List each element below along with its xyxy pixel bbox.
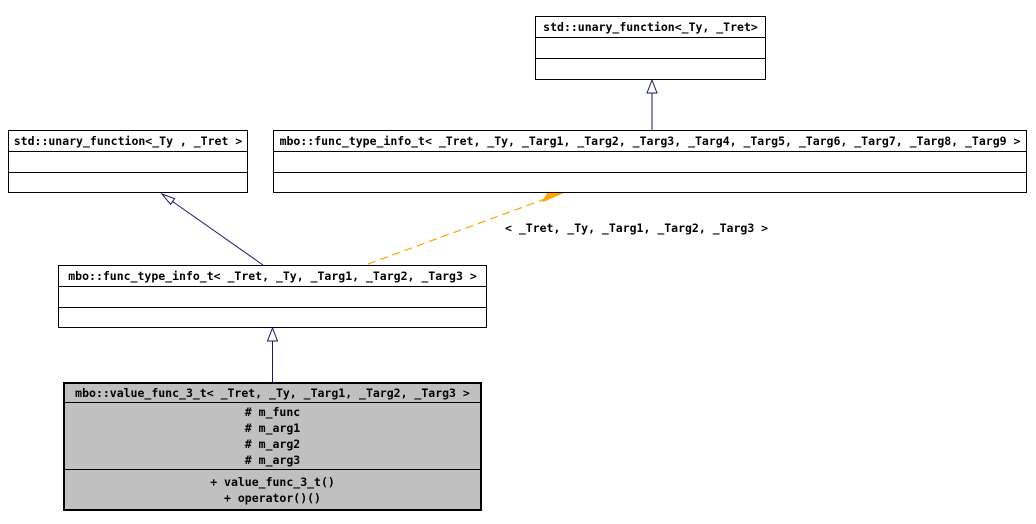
methods-compartment bbox=[59, 308, 486, 327]
template-args-label: < _Tret, _Ty, _Targ1, _Targ2, _Targ3 > bbox=[505, 221, 769, 235]
attribute-item: # m_arg1 bbox=[244, 421, 301, 435]
class-node-func-type-info-t-3args[interactable]: mbo::func_type_info_t< _Tret, _Ty, _Targ… bbox=[58, 265, 487, 328]
attributes-compartment bbox=[59, 287, 486, 308]
class-name: std::unary_function<_Ty , _Tret > bbox=[9, 131, 247, 152]
method-item: + operator()() bbox=[224, 490, 321, 505]
attribute-item: # m_func bbox=[244, 405, 301, 419]
class-node-value-func-3-t[interactable]: mbo::value_func_3_t< _Tret, _Ty, _Targ1,… bbox=[63, 382, 482, 511]
inheritance-arrow-valuefunc3t-to-functypeinfo3 bbox=[266, 326, 279, 382]
class-node-std-unary-function-2[interactable]: std::unary_function<_Ty , _Tret > bbox=[8, 130, 248, 193]
class-name: mbo::func_type_info_t< _Tret, _Ty, _Targ… bbox=[274, 131, 1026, 152]
method-item: + value_func_3_t() bbox=[210, 474, 335, 489]
attributes-compartment bbox=[536, 38, 765, 59]
class-name: mbo::value_func_3_t< _Tret, _Ty, _Targ1,… bbox=[65, 384, 480, 403]
methods-compartment bbox=[9, 173, 247, 192]
methods-compartment: + value_func_3_t() + operator()() bbox=[65, 470, 480, 509]
methods-compartment bbox=[536, 59, 765, 79]
attributes-compartment: # m_func # m_arg1 # m_arg2 # m_arg3 bbox=[65, 403, 480, 470]
class-node-func-type-info-t-11args[interactable]: mbo::func_type_info_t< _Tret, _Ty, _Targ… bbox=[273, 130, 1027, 193]
class-name: std::unary_function<_Ty, _Tret> bbox=[536, 17, 765, 38]
attribute-item: # m_arg3 bbox=[244, 453, 301, 467]
inheritance-arrow-functypeinfo11-to-stdunary bbox=[646, 78, 658, 130]
attributes-compartment bbox=[274, 152, 1026, 173]
inheritance-arrow-functypeinfo3-to-stdunary bbox=[160, 192, 264, 266]
attributes-compartment bbox=[9, 152, 247, 173]
methods-compartment bbox=[274, 173, 1026, 192]
class-node-std-unary-function[interactable]: std::unary_function<_Ty, _Tret> bbox=[535, 16, 766, 80]
class-name: mbo::func_type_info_t< _Tret, _Ty, _Targ… bbox=[59, 266, 486, 287]
attribute-item: # m_arg2 bbox=[244, 437, 301, 451]
